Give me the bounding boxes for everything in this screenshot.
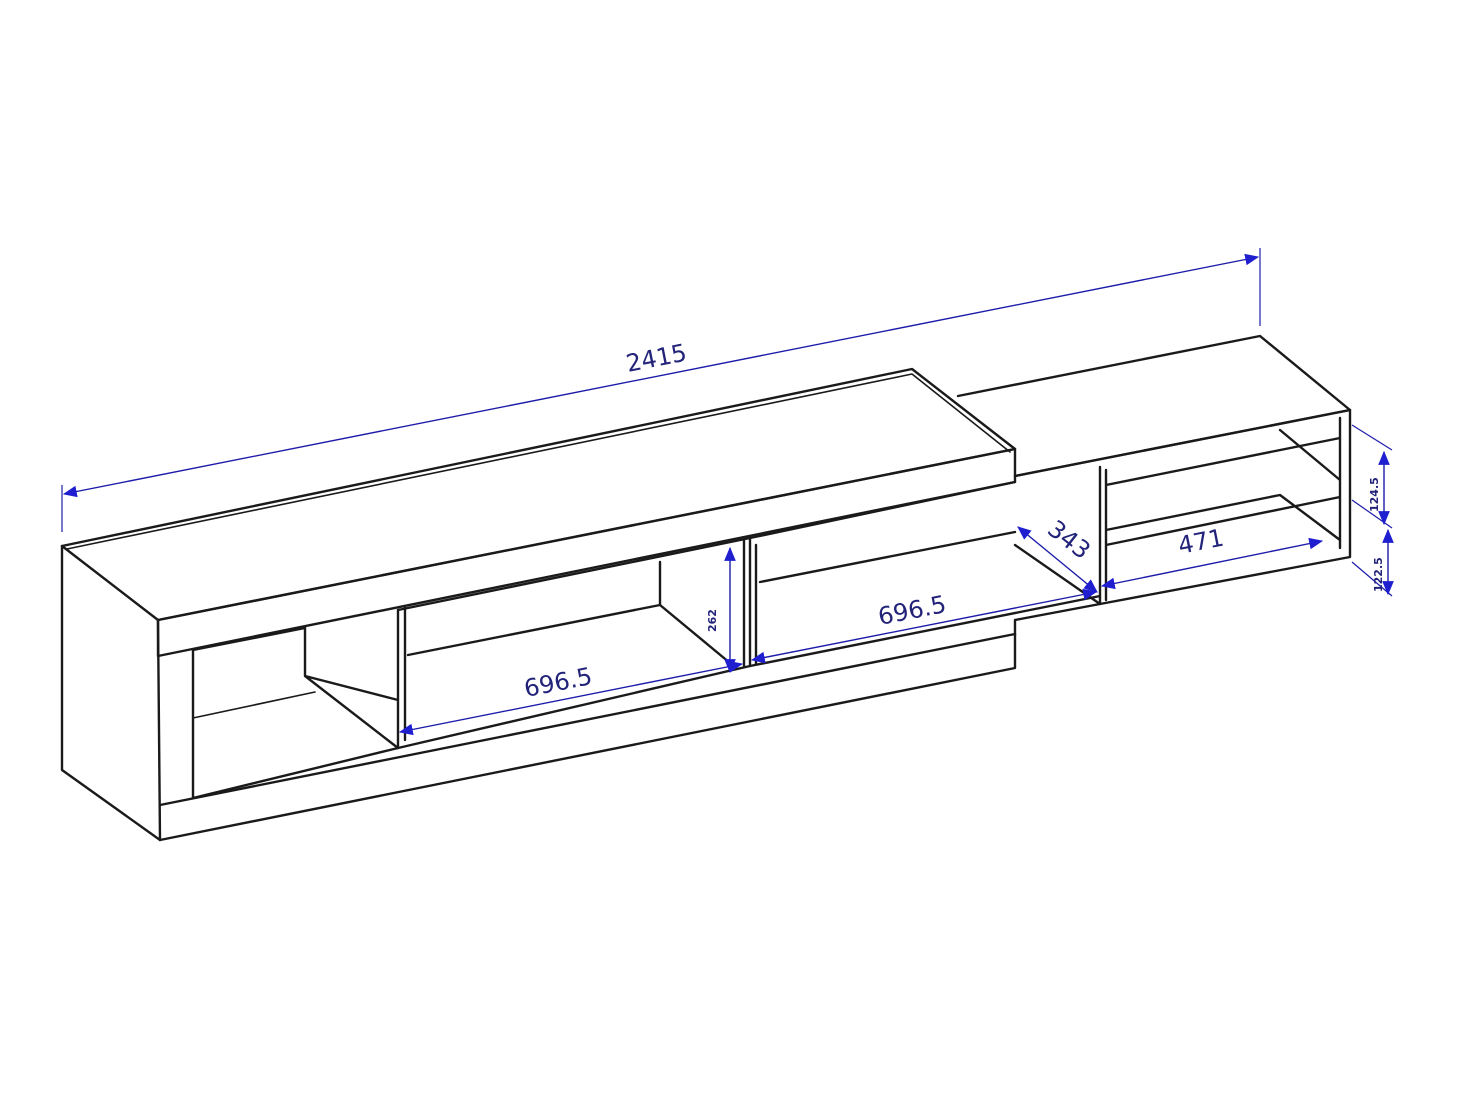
right-middle-compartment bbox=[748, 480, 1102, 668]
compartment-height-label: 262 bbox=[706, 609, 719, 632]
right-height-extension-top bbox=[1351, 424, 1393, 451]
left-shelf-width-label: 696.5 bbox=[522, 662, 595, 703]
right-shelf-width-dimension-line bbox=[1100, 537, 1324, 590]
rotated-shelf-module bbox=[303, 608, 400, 750]
middle-compartment bbox=[396, 536, 752, 750]
right-top-surface bbox=[956, 334, 1352, 478]
furniture-outline bbox=[60, 334, 1352, 842]
left-side-panel bbox=[60, 544, 162, 842]
middle-shelf-width-label: 696.5 bbox=[876, 590, 949, 631]
left-compartment-shelf bbox=[192, 691, 316, 719]
right-upper-height-label: 124.5 bbox=[1368, 477, 1381, 512]
depth-dimension-line bbox=[1017, 526, 1098, 593]
right-lower-height-label: 122.5 bbox=[1372, 557, 1385, 592]
middle-shelf-width-dimension-line bbox=[750, 588, 1098, 664]
overall-width-dimension-line bbox=[62, 253, 1260, 498]
left-shelf-width-dimension-line bbox=[398, 660, 744, 736]
left-compartment bbox=[191, 626, 400, 800]
depth-label: 343 bbox=[1042, 515, 1095, 565]
